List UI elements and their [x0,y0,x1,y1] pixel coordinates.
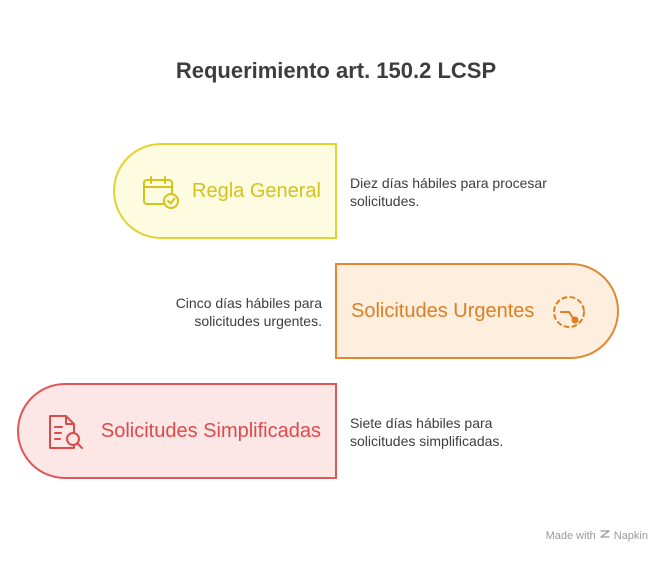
napkin-logo-icon [600,529,610,542]
timer-icon [551,294,587,330]
solicitudes-urgentes-description: Cinco días hábiles para solicitudes urge… [175,295,322,329]
watermark-text: Made with [545,529,596,542]
napkin-watermark: Made with Napkin [546,529,648,542]
diagram-title: Requerimiento art. 150.2 LCSP [175,58,497,83]
solicitudes-simplificadas-label: Solicitudes Simplificadas [100,419,321,442]
watermark-brand: Napkin [613,529,648,542]
solicitudes-simplificadas-description: Siete días hábiles para solicitudes simp… [350,415,504,449]
regla-general-pill: Regla General [113,143,337,239]
regla-general-description: Diez días hábiles para procesar solicitu… [350,175,547,209]
calendar-check-icon [142,175,180,211]
regla-general-label: Regla General [192,179,321,202]
solicitudes-simplificadas-pill: Solicitudes Simplificadas [17,383,337,479]
solicitudes-urgentes-pill: Solicitudes Urgentes [335,263,619,359]
document-search-icon [46,413,86,451]
solicitudes-urgentes-label: Solicitudes Urgentes [351,299,535,322]
